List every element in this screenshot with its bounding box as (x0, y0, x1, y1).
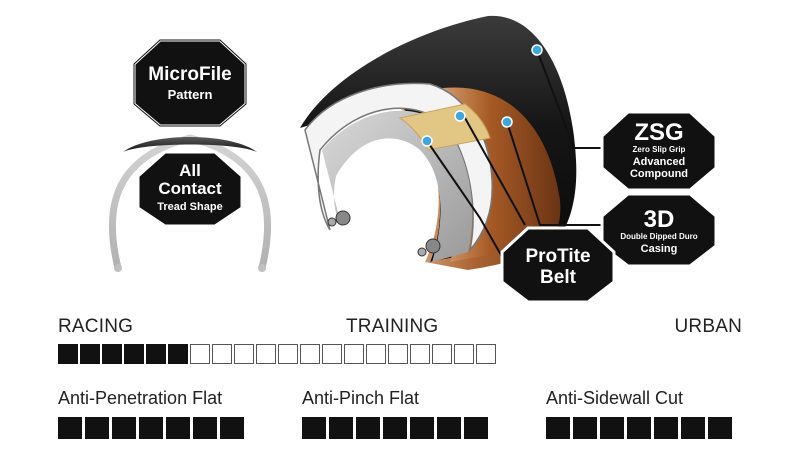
scale-cell-empty (344, 344, 364, 364)
rating-cell (139, 417, 163, 439)
microfile-pattern-badge: MicroFile Pattern (132, 38, 248, 128)
rating-cell (681, 417, 705, 439)
rating-cell (329, 417, 353, 439)
zsg-line2: Zero Slip Grip (633, 145, 686, 154)
scale-cell-filled (146, 344, 166, 364)
rating-cell (220, 417, 244, 439)
rating-cell (112, 417, 136, 439)
rating-cell (600, 417, 624, 439)
allcontact-line3: Tread Shape (157, 201, 222, 213)
rating-cell (546, 417, 570, 439)
scale-cell-empty (410, 344, 430, 364)
allcontact-line2: Contact (158, 179, 222, 198)
rating-cell (383, 417, 407, 439)
zsg-line3: Advanced (633, 156, 686, 168)
scale-cell-empty (300, 344, 320, 364)
scale-cell-empty (322, 344, 342, 364)
threed-line1: 3D (644, 206, 675, 233)
scale-cell-filled (124, 344, 144, 364)
protection-label-sidewall: Anti-Sidewall Cut (546, 388, 684, 408)
microfile-line1: MicroFile (148, 64, 231, 85)
microfile-line2: Pattern (168, 87, 213, 102)
tire-illustration: MicroFile Pattern All Contact Tread Shap… (109, 15, 718, 304)
scale-label-training: TRAINING (346, 316, 439, 337)
scale-label-urban: URBAN (674, 316, 742, 337)
zsg-line4: Compound (630, 168, 688, 180)
all-contact-badge: All Contact Tread Shape (136, 150, 244, 228)
scale-cell-empty (212, 344, 232, 364)
rating-cell (627, 417, 651, 439)
zsg-badge: ZSG Zero Slip Grip Advanced Compound (600, 110, 718, 192)
pointer-lines (426, 49, 608, 263)
scale-cell-filled (102, 344, 122, 364)
threed-line2: Double Dipped Duro (620, 232, 697, 241)
scale-cell-empty (366, 344, 386, 364)
protection-rating-sidewall (546, 417, 732, 439)
scale-cell-empty (454, 344, 474, 364)
scale-cell-empty (256, 344, 276, 364)
protection-rating-pinch (302, 417, 488, 439)
rating-cell (654, 417, 678, 439)
scale-cell-empty (234, 344, 254, 364)
tire-profile-drawing (109, 134, 271, 272)
rating-cell (58, 417, 82, 439)
rating-cell (437, 417, 461, 439)
protection-rating-penetration (58, 417, 244, 439)
rating-cell (193, 417, 217, 439)
rating-cell (573, 417, 597, 439)
protite-line2: Belt (540, 267, 577, 288)
scale-cell-empty (476, 344, 496, 364)
zsg-line1: ZSG (634, 119, 683, 146)
3d-casing-badge: 3D Double Dipped Duro Casing (600, 192, 718, 268)
pointer-dots (421, 44, 543, 147)
protection-label-penetration: Anti-Penetration Flat (58, 388, 223, 408)
threed-line3: Casing (641, 243, 678, 255)
scale-label-racing: RACING (58, 316, 134, 337)
rating-cell (85, 417, 109, 439)
rating-cell (708, 417, 732, 439)
protite-belt-badge: ProTite Belt (500, 226, 616, 304)
protite-line1: ProTite (525, 246, 590, 267)
scale-cell-empty (190, 344, 210, 364)
rating-cell (302, 417, 326, 439)
scale-cell-filled (58, 344, 78, 364)
rating-cell (464, 417, 488, 439)
rating-cell (166, 417, 190, 439)
scale-cell-empty (432, 344, 452, 364)
rating-cell (356, 417, 380, 439)
scale-cell-empty (388, 344, 408, 364)
protection-label-pinch: Anti-Pinch Flat (302, 388, 420, 408)
scale-cell-filled (80, 344, 100, 364)
allcontact-line1: All (179, 161, 201, 180)
scale-cell-empty (278, 344, 298, 364)
usage-scale-bar (58, 344, 496, 364)
scale-cell-filled (168, 344, 188, 364)
tire-cutaway-drawing (300, 15, 577, 270)
rating-cell (410, 417, 434, 439)
